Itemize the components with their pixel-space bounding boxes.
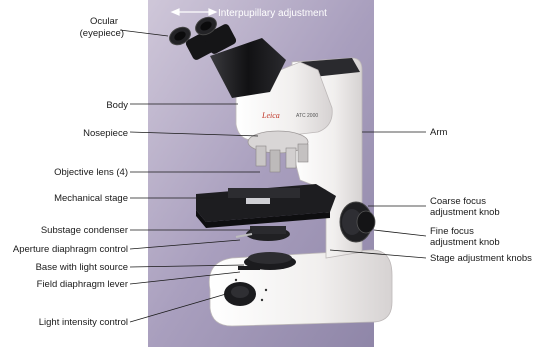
label-light-intensity: Light intensity control [39,317,128,328]
label-interpupillary: Interpupillary adjustment [218,8,327,19]
label-mechanical-stage: Mechanical stage [54,193,128,204]
model-marking: ATC 2000 [296,113,318,119]
brand-logo: Leica [261,111,280,120]
label-body: Body [106,100,128,111]
label-coarse-focus-2: adjustment knob [430,207,500,218]
label-fine-focus: Fine focus [430,226,474,237]
label-ocular: Ocular [90,16,118,27]
label-field-diaphragm: Field diaphragm lever [37,279,128,290]
label-aperture-diaphragm: Aperture diaphragm control [13,244,128,255]
label-nosepiece: Nosepiece [83,128,128,139]
label-substage-condenser: Substage condenser [41,225,128,236]
label-objective-lens: Objective lens (4) [54,167,128,178]
label-eyepiece: (eyepiece) [80,28,124,39]
label-coarse-focus: Coarse focus [430,196,486,207]
label-fine-focus-2: adjustment knob [430,237,500,248]
label-base-light-source: Base with light source [36,262,128,273]
label-stage-knobs: Stage adjustment knobs [430,253,532,264]
label-arm: Arm [430,127,448,138]
